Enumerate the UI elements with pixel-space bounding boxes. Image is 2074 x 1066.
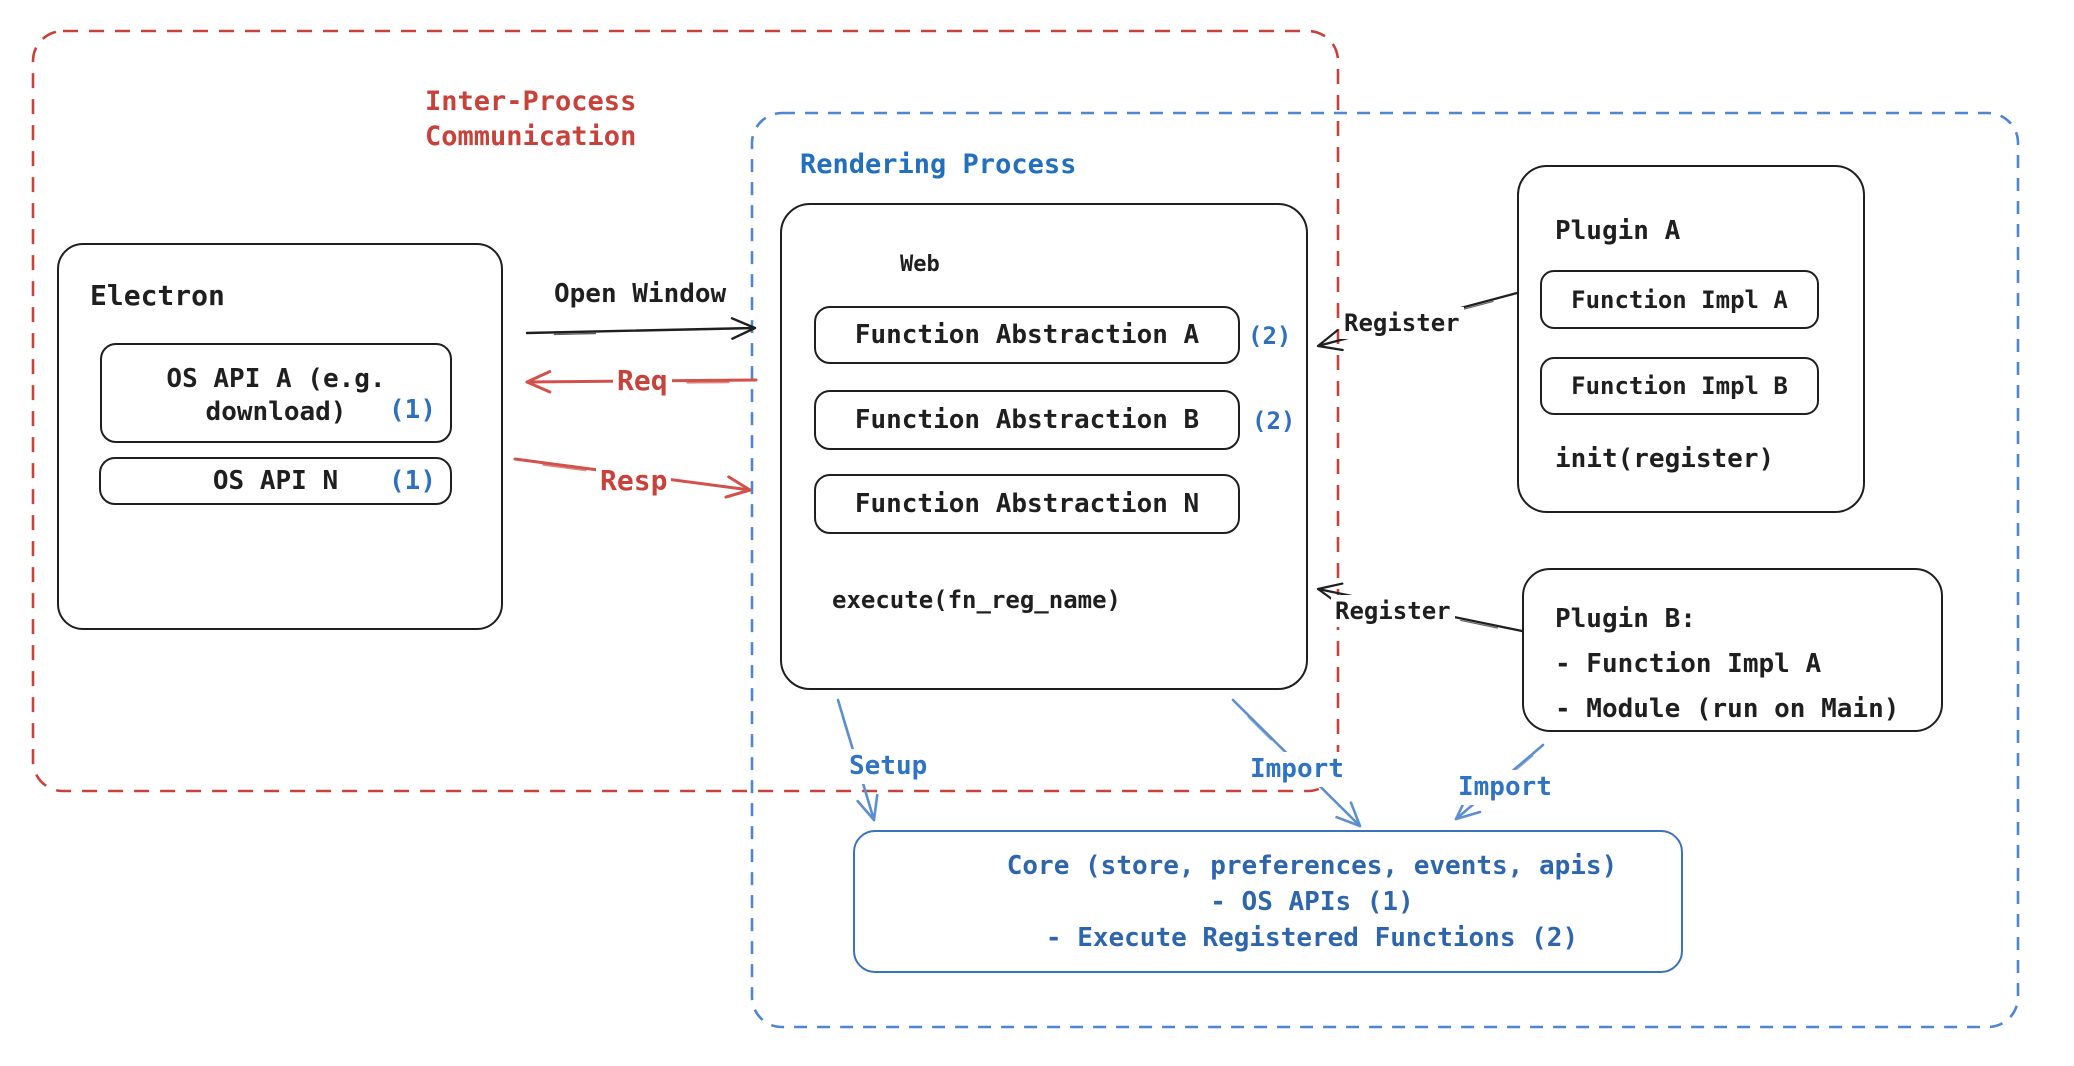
function-impl-b-box: Function Impl B [1540,357,1819,415]
plugin-b-box: Plugin B: - Function Impl A - Module (ru… [1522,568,1943,732]
web-title: Web [900,252,940,277]
plugin-b-content: Plugin B: - Function Impl A - Module (ru… [1555,597,1899,732]
core-line3: - Execute Registered Functions (2) [1045,922,1579,953]
ipc-region-title-line1: Inter-Process [425,86,637,117]
function-abstraction-a-box: Function Abstraction A [814,306,1240,364]
function-abstraction-a-badge: (2) [1248,322,1292,350]
register-top-label: Register [1340,307,1464,339]
electron-title: Electron [90,279,225,312]
function-abstraction-b-box: Function Abstraction B [814,390,1240,450]
function-abstraction-b-badge: (2) [1252,407,1296,435]
os-api-a-badge: (1) [389,395,436,425]
os-api-a-box: OS API A (e.g. download) (1) [100,343,452,443]
function-impl-a-label: Function Impl A [1571,285,1788,314]
function-impl-b-label: Function Impl B [1571,372,1788,400]
core-line2: - OS APIs (1) [1210,886,1414,917]
ipc-region-title-line2: Communication [425,121,637,152]
core-line1: Core (store, preferences, events, apis) [1006,850,1618,881]
plugin-b-item-1: - Function Impl A [1555,649,1822,679]
plugin-b-item-2: - Module (run on Main) [1555,694,1900,724]
function-abstraction-n-label: Function Abstraction N [854,488,1200,519]
resp-label: Resp [596,463,672,499]
os-api-n-label: OS API N [212,465,339,496]
open-window-arrow [525,317,757,340]
import-plugin-label: Import [1454,770,1556,805]
os-api-a-label-line1: OS API A (e.g. [166,364,386,394]
plugin-a-title: Plugin A [1555,216,1681,246]
electron-box: Electron OS API A (e.g. download) (1) OS… [57,243,503,630]
setup-label: Setup [845,749,932,784]
web-box: Web Function Abstraction A (2) Function … [780,203,1308,690]
function-impl-a-box: Function Impl A [1540,270,1819,329]
os-api-n-box: OS API N (1) [99,457,452,505]
register-bottom-label: Register [1331,595,1455,627]
plugin-b-title: Plugin B: [1555,604,1696,634]
plugin-a-init-label: init(register) [1555,444,1775,474]
os-api-n-badge: (1) [389,465,436,496]
function-abstraction-b-label: Function Abstraction B [854,404,1200,435]
plugin-a-box: Plugin A Function Impl A Function Impl B… [1517,165,1865,513]
open-window-label: Open Window [554,279,727,309]
import-web-label: Import [1246,752,1348,787]
execute-label: execute(fn_reg_name) [832,586,1121,614]
rendering-region-title: Rendering Process [800,149,1077,180]
core-box: Core (store, preferences, events, apis) … [853,830,1683,973]
req-label: Req [613,363,672,399]
ipc-region-title: Inter-Process Communication [425,84,636,154]
function-abstraction-a-label: Function Abstraction A [854,319,1200,350]
function-abstraction-n-box: Function Abstraction N [814,474,1240,534]
